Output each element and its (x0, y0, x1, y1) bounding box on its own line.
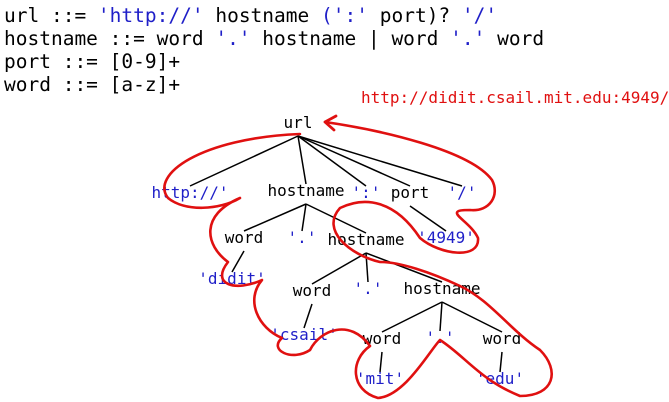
example-url: http://didit.csail.mit.edu:4949/ (361, 88, 669, 107)
tree-edge (439, 301, 443, 332)
tree-node-dot2: '.' (354, 279, 383, 298)
rule-lhs: port ::= (4, 50, 110, 73)
tree-edge (303, 303, 313, 329)
tree-edges (189, 135, 503, 373)
rule-lhs: url ::= (4, 4, 98, 27)
tree-node-port: port (391, 183, 430, 202)
tree-edge (381, 301, 443, 333)
rule-token: '/' (461, 4, 498, 27)
tree-node-word1: word (225, 228, 264, 247)
tree-node-dot3: '.' (426, 328, 455, 347)
rule-token: ( (321, 4, 333, 27)
tree-node-word2: word (293, 281, 332, 300)
rule-token: [0-9]+ (109, 50, 181, 73)
tree-node-mit: 'mit' (356, 369, 404, 388)
grammar-rule-hostname: hostname ::= word '.' hostname | word '.… (4, 27, 544, 50)
rule-token: word (485, 27, 545, 50)
traversal-curve (163, 120, 553, 400)
tree-node-dot1: '.' (288, 228, 317, 247)
tree-node-colon: ':' (352, 183, 381, 202)
tree-edge (243, 203, 307, 232)
rule-token: [a-z]+ (109, 73, 181, 96)
grammar-rules: url ::= 'http://' hostname (':' port)? '… (4, 4, 544, 96)
grammar-rule-url: url ::= 'http://' hostname (':' port)? '… (4, 4, 544, 27)
rule-lhs: word ::= (4, 73, 110, 96)
tree-node-hostname1: hostname (267, 181, 344, 200)
rule-token: hostname | word (250, 27, 451, 50)
tree-edge (297, 135, 367, 187)
tree-node-slash: '/' (448, 183, 477, 202)
traversal-arrowhead (323, 114, 338, 132)
rule-token: word (156, 27, 216, 50)
rule-token: '.' (215, 27, 251, 50)
tree-edge (297, 135, 307, 185)
rule-token: port (367, 4, 427, 27)
rule-token: hostname (203, 4, 321, 27)
tree-node-hostname3: hostname (403, 279, 480, 298)
tree-edge (297, 135, 411, 187)
tree-edge (311, 252, 367, 285)
tree-edge (379, 351, 383, 373)
tree-edge (231, 250, 245, 273)
rule-token: '.' (450, 27, 486, 50)
grammar-rule-port: port ::= [0-9]+ (4, 50, 544, 73)
rule-token: 'http://' (97, 4, 204, 27)
tree-edge (305, 203, 367, 234)
tree-node-csail: 'csail' (270, 325, 337, 344)
tree-node-word3: word (363, 329, 402, 348)
tree-edge (409, 205, 447, 232)
tree-node-http: http://' (151, 183, 228, 202)
tree-edge (365, 252, 443, 283)
tree-edge (301, 203, 307, 232)
rule-token: )? (426, 4, 462, 27)
tree-node-p4949: '4949' (417, 228, 475, 247)
tree-edge (499, 351, 503, 373)
tree-edge (441, 301, 503, 333)
rule-lhs: hostname ::= (4, 27, 157, 50)
tree-edge (297, 135, 463, 187)
tree-node-word4: word (483, 329, 522, 348)
tree-node-edu: 'edu' (476, 369, 524, 388)
grammar-rule-word: word ::= [a-z]+ (4, 73, 544, 96)
rule-token: ':' (332, 4, 368, 27)
tree-edge (189, 135, 299, 187)
traversal-path (163, 114, 553, 400)
tree-node-url: url (284, 113, 313, 132)
